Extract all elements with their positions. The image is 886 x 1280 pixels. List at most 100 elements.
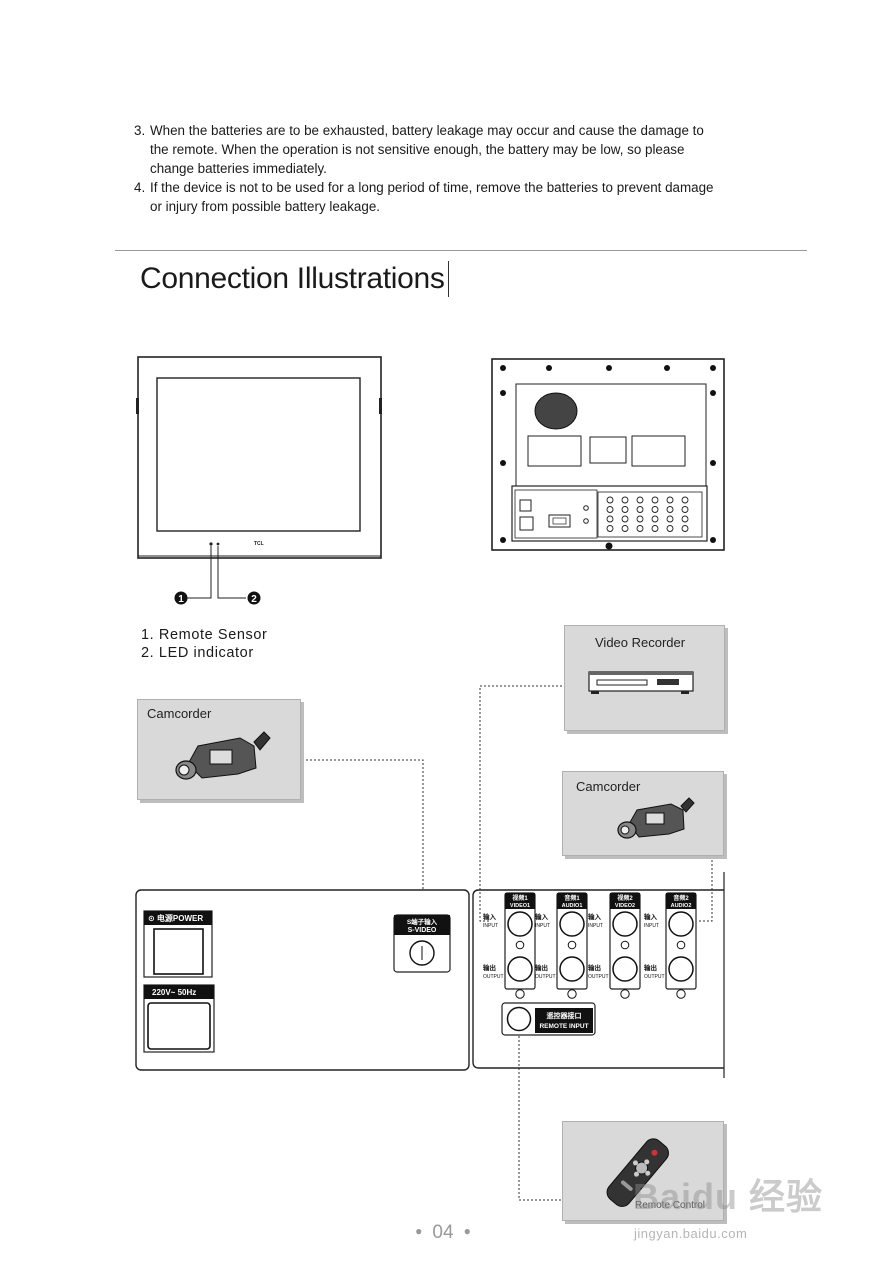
callout-2: 2 — [251, 594, 257, 605]
input-label-cn: 输入 — [483, 912, 497, 921]
input-label: INPUT — [483, 923, 498, 929]
remote-control-label: Remote Control — [635, 1200, 706, 1211]
rear-jack — [636, 496, 644, 504]
camcorder-left-box: Camcorder — [137, 699, 301, 800]
svideo-label-cn: S端子输入 — [407, 917, 438, 926]
av-column-header — [610, 893, 640, 909]
av-column-label-cn: 音频1 — [564, 894, 580, 902]
output-label-cn: 输出 — [588, 963, 601, 972]
video-recorder-box: Video Recorder — [564, 625, 725, 731]
camcorder-left-label: Camcorder — [147, 706, 212, 721]
svideo-label: S-VIDEO — [408, 927, 437, 934]
rear-jack — [606, 515, 614, 523]
remote-control-box: Remote Control — [562, 1121, 724, 1221]
remote-label: REMOTE INPUT — [539, 1023, 588, 1030]
input-jack — [507, 911, 533, 937]
rear-jack — [636, 525, 644, 532]
av-column-header — [666, 893, 696, 909]
rear-jack — [666, 506, 674, 513]
camcorder-right-label: Camcorder — [576, 779, 641, 794]
page-number: ●04● — [415, 1222, 471, 1243]
av-column-label: AUDIO1 — [562, 903, 583, 909]
output-label-cn: 输出 — [483, 963, 496, 972]
input-label-cn: 输入 — [588, 912, 602, 921]
video-recorder-label: Video Recorder — [595, 635, 686, 650]
watermark-logo: Baidu 经验 — [633, 1176, 824, 1217]
jack-indicator — [515, 940, 525, 950]
monitor-rear-view — [491, 358, 725, 551]
av-column-header — [557, 893, 587, 909]
output-label: OUTPUT — [535, 974, 556, 980]
remote-label-cn: 遥控器接口 — [547, 1011, 582, 1020]
rear-jack — [681, 496, 689, 504]
power-switch — [153, 928, 204, 975]
output-label-cn: 输出 — [535, 963, 548, 972]
rear-jack — [651, 506, 659, 513]
rear-jack — [651, 496, 659, 504]
rear-jack — [621, 496, 629, 504]
input-label: INPUT — [535, 923, 550, 929]
av-column-label-cn: 视频1 — [512, 894, 528, 902]
parts-list: 1. Remote Sensor 2. LED indicator — [141, 626, 267, 662]
rear-jack — [681, 515, 689, 523]
rear-jack — [666, 525, 674, 532]
rear-jack — [666, 496, 674, 504]
rear-jack — [606, 506, 614, 513]
output-jack — [559, 956, 585, 982]
rear-jack — [606, 496, 614, 504]
output-label: OUTPUT — [644, 974, 665, 980]
rear-jack — [636, 506, 644, 513]
callout-1: 1 — [178, 594, 184, 605]
output-label-cn: 输出 — [644, 963, 657, 972]
rear-jack — [681, 525, 689, 532]
output-label: OUTPUT — [588, 974, 609, 980]
parts-list-item: 1. Remote Sensor — [141, 627, 268, 643]
remote-input-port — [506, 1006, 532, 1032]
led-indicator — [216, 542, 220, 546]
section-title: Connection Illustrations — [140, 261, 449, 297]
right-connector-panel: 视频1VIDEO1输入INPUT输出OUTPUT音频1AUDIO1输入INPUT… — [472, 872, 725, 1078]
rear-jack — [651, 515, 659, 523]
input-jack — [668, 911, 694, 937]
section-divider — [115, 250, 807, 251]
jack-indicator — [620, 989, 630, 999]
rear-jack — [621, 506, 629, 513]
rear-jack — [621, 525, 629, 532]
av-column-label-cn: 音频2 — [673, 894, 689, 902]
parts-list-item: 2. LED indicator — [141, 645, 254, 661]
input-label: INPUT — [588, 923, 603, 929]
voltage-label: 220V~ 50Hz — [152, 988, 196, 997]
camcorder-icon — [617, 797, 695, 839]
jack-indicator — [676, 940, 686, 950]
note-item: 3. When the batteries are to be exhauste… — [134, 123, 704, 176]
remote-sensor — [209, 542, 213, 546]
output-label: OUTPUT — [483, 974, 504, 980]
rear-jack — [681, 506, 689, 513]
output-jack — [612, 956, 638, 982]
vcr-icon — [588, 671, 694, 694]
rear-jack — [651, 525, 659, 532]
remote-control-icon — [606, 1138, 669, 1207]
watermark-url: jingyan.baidu.com — [634, 1226, 748, 1241]
note-item: 4. If the device is not to be used for a… — [134, 180, 714, 214]
monitor-front-view: TCL 1 2 — [136, 356, 382, 605]
jack-indicator — [676, 989, 686, 999]
rear-jack — [666, 515, 674, 523]
rear-jack — [621, 515, 629, 523]
input-jack — [559, 911, 585, 937]
input-label: INPUT — [644, 923, 659, 929]
rear-jack — [636, 515, 644, 523]
bullet-icon: ● — [463, 1224, 471, 1238]
power-label: ⊙ 电源POWER — [148, 913, 203, 923]
jack-indicator — [515, 989, 525, 999]
left-connector-panel: ⊙ 电源POWER 220V~ 50Hz S端子输入 S-VIDEO — [135, 889, 470, 1071]
av-column-label: AUDIO2 — [671, 903, 692, 909]
output-jack — [507, 956, 533, 982]
av-column-header — [505, 893, 535, 909]
brand-logo: TCL — [254, 541, 264, 547]
battery-notes: 3. When the batteries are to be exhauste… — [134, 121, 824, 216]
jack-indicator — [620, 940, 630, 950]
rear-jack — [606, 525, 614, 532]
camcorder-right-box: Camcorder — [562, 771, 724, 856]
